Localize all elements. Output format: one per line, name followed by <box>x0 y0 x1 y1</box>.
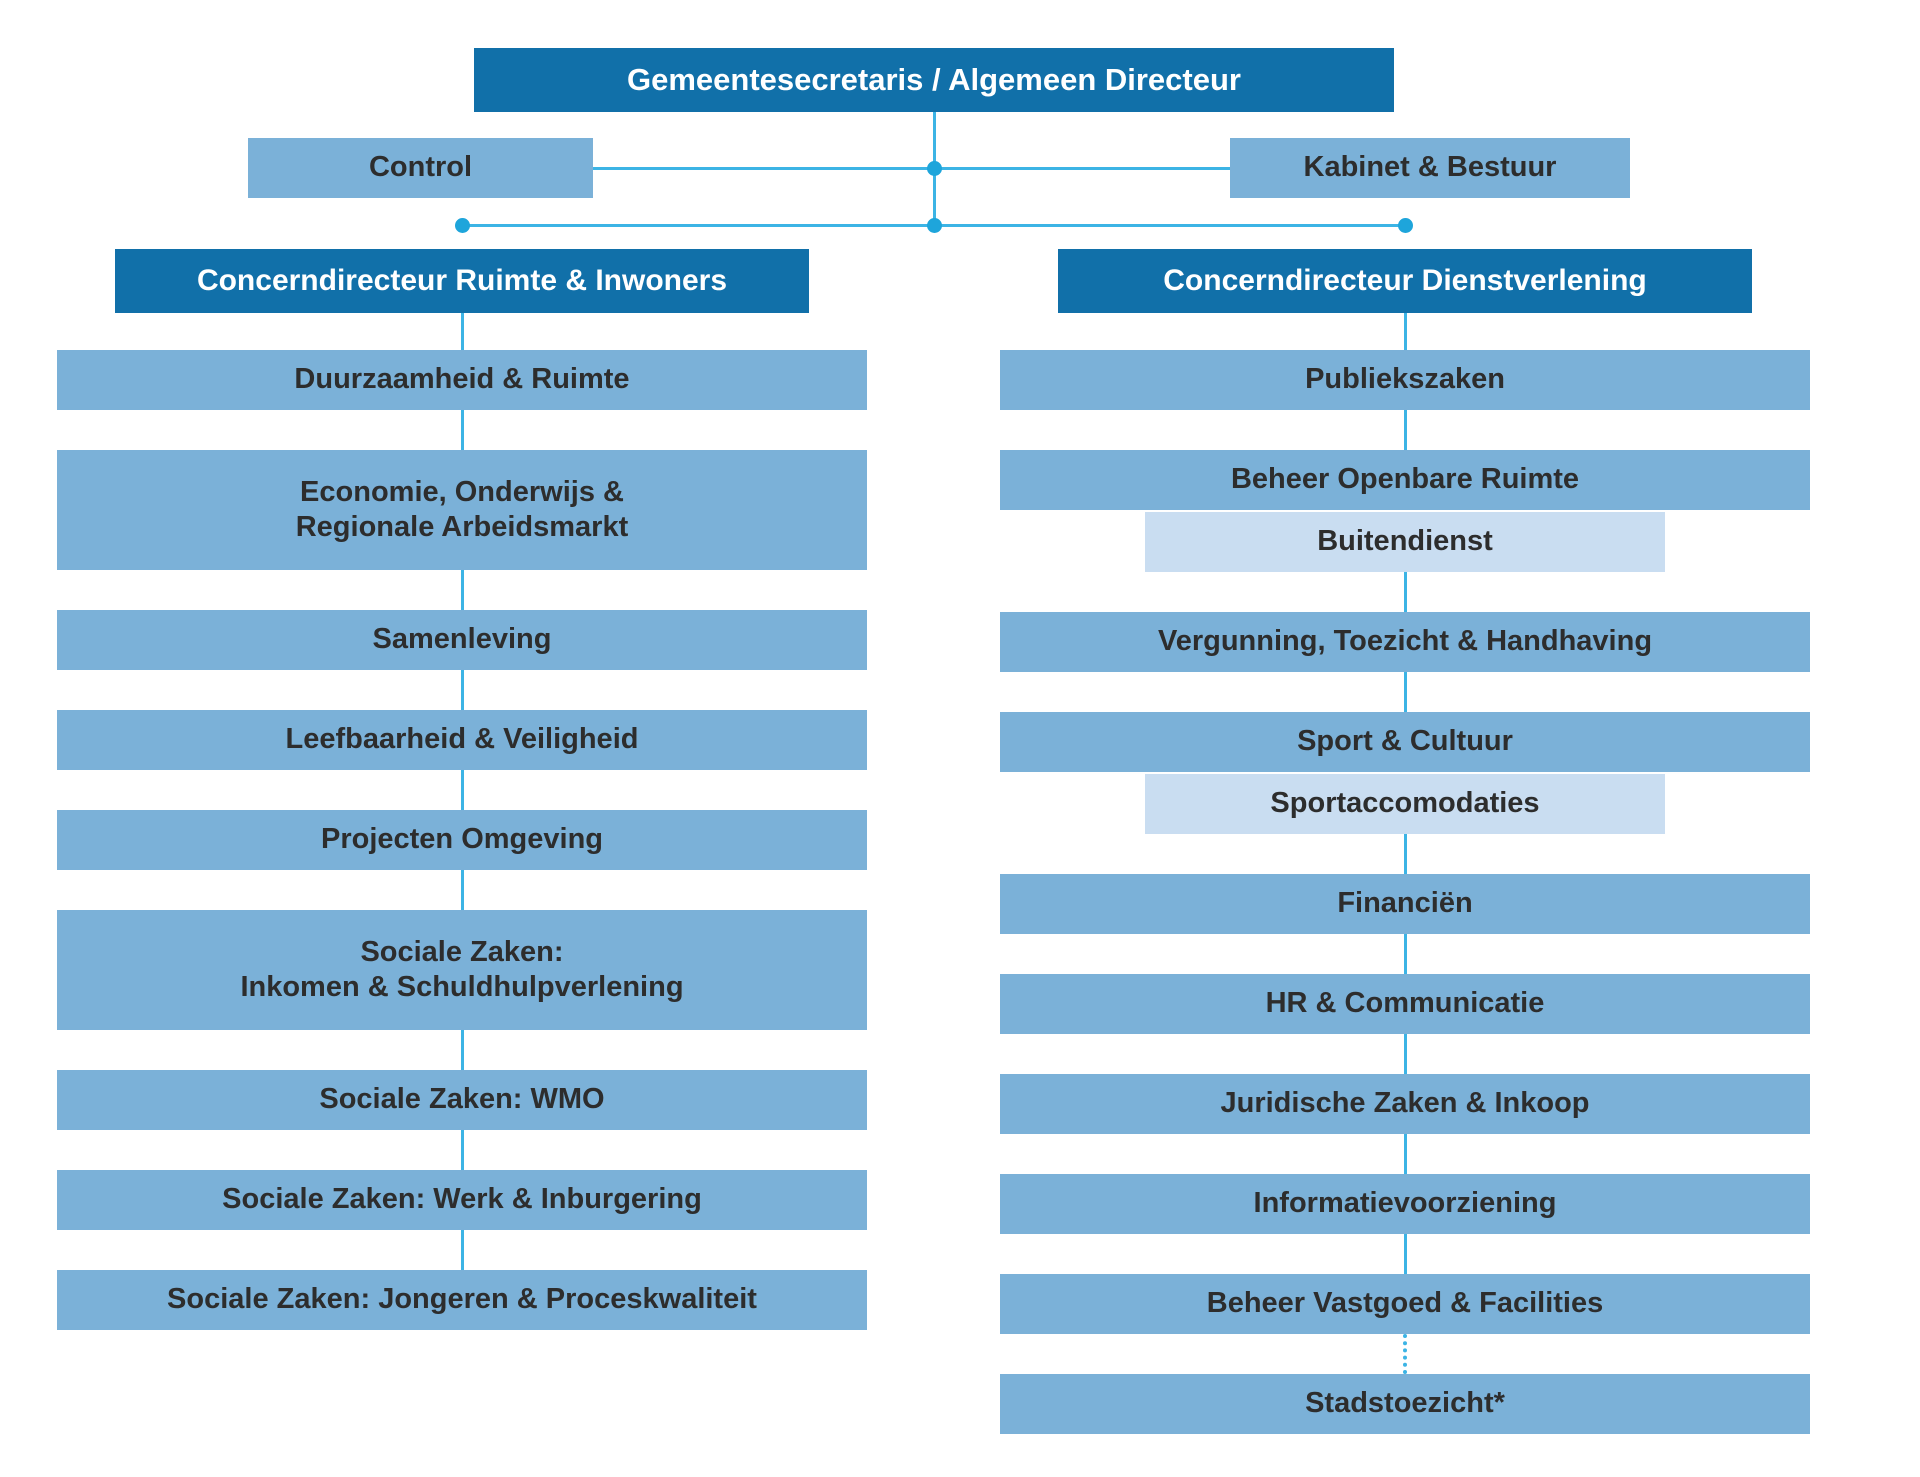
connector-beheer-openbare-ruimte <box>1404 410 1407 450</box>
org-box-samenleving: Samenleving <box>57 610 867 670</box>
org-box-kabinet-bestuur: Kabinet & Bestuur <box>1230 138 1630 198</box>
org-box-sociale-zaken-wmo: Sociale Zaken: WMO <box>57 1070 867 1130</box>
org-box-publiekszaken: Publiekszaken <box>1000 350 1810 410</box>
junction-dot-right-director <box>1398 218 1413 233</box>
connector-sociale-zaken-werk-inburgering <box>461 1130 464 1170</box>
connector-sociale-zaken-wmo <box>461 1030 464 1070</box>
connector-column-0-stub <box>461 313 464 350</box>
org-box-stadstoezicht: Stadstoezicht* <box>1000 1374 1810 1434</box>
connector-column-1-stub <box>1404 313 1407 350</box>
connector-staff-horizontal <box>593 167 1230 170</box>
org-box-beheer-openbare-ruimte: Beheer Openbare Ruimte <box>1000 450 1810 510</box>
connector-projecten-omgeving <box>461 770 464 810</box>
connector-sport-cultuur <box>1404 672 1407 712</box>
connector-sociale-zaken-jongeren-proceskwaliteit <box>461 1230 464 1270</box>
org-box-root: Gemeentesecretaris / Algemeen Directeur <box>474 48 1394 112</box>
org-box-sport-cultuur: Sport & Cultuur <box>1000 712 1810 772</box>
junction-dot-center-staff <box>927 161 942 176</box>
org-box-juridische-zaken-inkoop: Juridische Zaken & Inkoop <box>1000 1074 1810 1134</box>
connector-financi-n <box>1404 834 1407 874</box>
org-box-hr-communicatie: HR & Communicatie <box>1000 974 1810 1034</box>
org-box-informatievoorziening: Informatievoorziening <box>1000 1174 1810 1234</box>
junction-dot-left-director <box>455 218 470 233</box>
org-box-duurzaamheid-ruimte: Duurzaamheid & Ruimte <box>57 350 867 410</box>
connector-vergunning-toezicht-handhaving <box>1404 572 1407 612</box>
org-subbox-buitendienst: Buitendienst <box>1145 512 1665 572</box>
org-box-vergunning-toezicht-handhaving: Vergunning, Toezicht & Handhaving <box>1000 612 1810 672</box>
connector-economie-onderwijs-regionale-arbeidsmarkt <box>461 410 464 450</box>
connector-leefbaarheid-veiligheid <box>461 670 464 710</box>
connector-juridische-zaken-inkoop <box>1404 1034 1407 1074</box>
connector-sociale-zaken-inkomen-schuldhulpverlening <box>461 870 464 910</box>
org-box-projecten-omgeving: Projecten Omgeving <box>57 810 867 870</box>
connector-beheer-vastgoed-facilities <box>1404 1234 1407 1274</box>
org-box-control: Control <box>248 138 593 198</box>
connector-hr-communicatie <box>1404 934 1407 974</box>
org-box-beheer-vastgoed-facilities: Beheer Vastgoed & Facilities <box>1000 1274 1810 1334</box>
connector-stadstoezicht <box>1403 1334 1407 1374</box>
org-box-sociale-zaken-werk-inburgering: Sociale Zaken: Werk & Inburgering <box>57 1170 867 1230</box>
org-subbox-sportaccomodaties: Sportaccomodaties <box>1145 774 1665 834</box>
org-box-financi-n: Financiën <box>1000 874 1810 934</box>
junction-dot-center-directors <box>927 218 942 233</box>
org-box-sociale-zaken-jongeren-proceskwaliteit: Sociale Zaken: Jongeren & Proceskwalitei… <box>57 1270 867 1330</box>
org-header-dienstverlening: Concerndirecteur Dienstverlening <box>1058 249 1752 313</box>
connector-samenleving <box>461 570 464 610</box>
org-box-economie-onderwijs-regionale-arbeidsmarkt: Economie, Onderwijs & Regionale Arbeidsm… <box>57 450 867 570</box>
org-box-sociale-zaken-inkomen-schuldhulpverlening: Sociale Zaken: Inkomen & Schuldhulpverle… <box>57 910 867 1030</box>
connector-informatievoorziening <box>1404 1134 1407 1174</box>
org-header-ruimte-inwoners: Concerndirecteur Ruimte & Inwoners <box>115 249 809 313</box>
org-box-leefbaarheid-veiligheid: Leefbaarheid & Veiligheid <box>57 710 867 770</box>
